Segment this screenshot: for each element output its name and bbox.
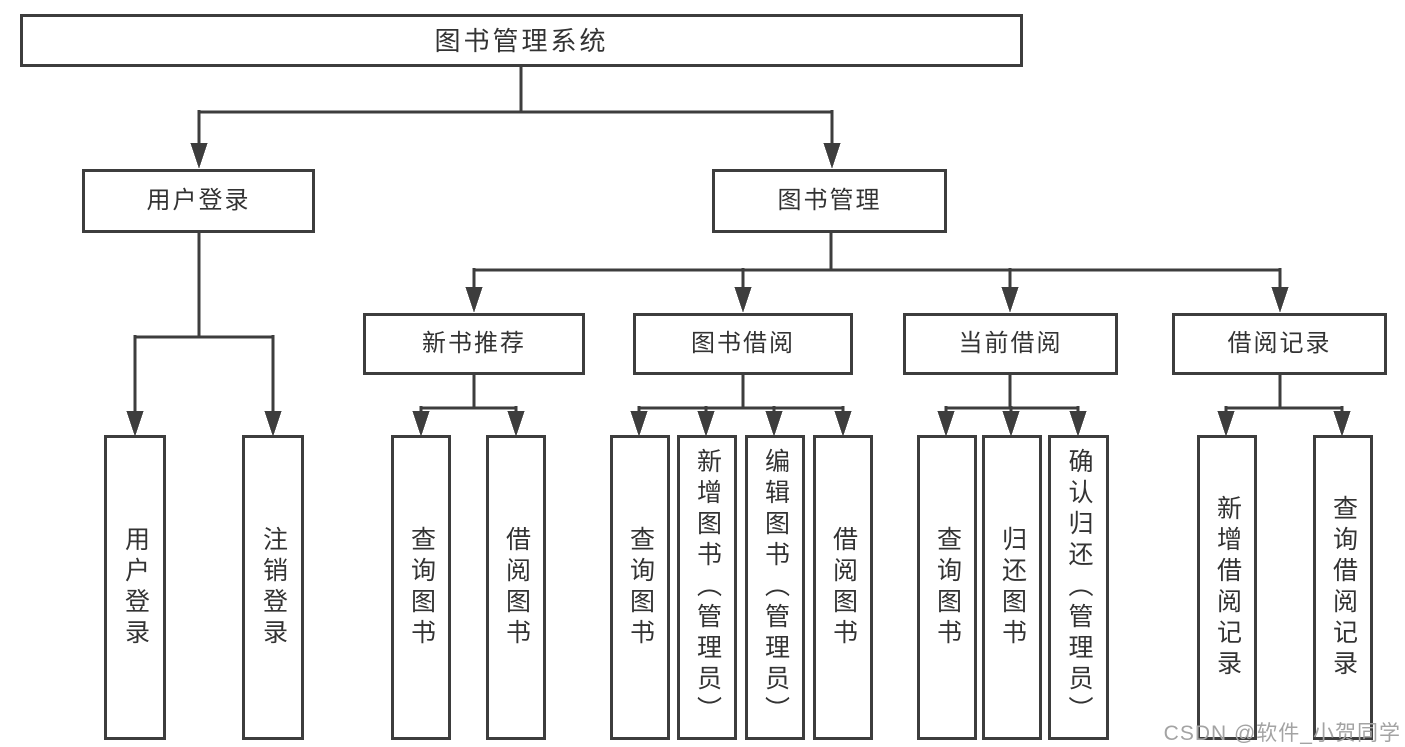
leaf-return-books: 归还图书 <box>982 435 1042 740</box>
leaf-query-books-borrowing: 查询图书 <box>610 435 670 740</box>
leaf-logout: 注销登录 <box>242 435 304 740</box>
node-new-book-recommendation: 新书推荐 <box>363 313 585 375</box>
csdn-watermark: CSDN @软件_小贺同学 <box>1163 722 1401 745</box>
node-book-borrowing: 图书借阅 <box>633 313 853 375</box>
leaf-borrow-books-recommend: 借阅图书 <box>486 435 546 740</box>
node-user-login: 用户登录 <box>82 169 315 233</box>
leaf-query-borrow-record: 查询借阅记录 <box>1313 435 1373 740</box>
leaf-query-books-recommend: 查询图书 <box>391 435 451 740</box>
leaf-add-books-admin: 新增图书（管理员） <box>677 435 737 740</box>
leaf-user-login: 用户登录 <box>104 435 166 740</box>
leaf-borrow-books-borrowing: 借阅图书 <box>813 435 873 740</box>
leaf-confirm-return-admin: 确认归还（管理员） <box>1048 435 1109 740</box>
node-book-management: 图书管理 <box>712 169 947 233</box>
node-current-borrowing: 当前借阅 <box>903 313 1118 375</box>
node-borrowing-records: 借阅记录 <box>1172 313 1387 375</box>
leaf-query-books-current: 查询图书 <box>917 435 977 740</box>
leaf-edit-books-admin: 编辑图书（管理员） <box>745 435 805 740</box>
leaf-add-borrow-record: 新增借阅记录 <box>1197 435 1257 740</box>
root-node-library-management-system: 图书管理系统 <box>20 14 1023 67</box>
